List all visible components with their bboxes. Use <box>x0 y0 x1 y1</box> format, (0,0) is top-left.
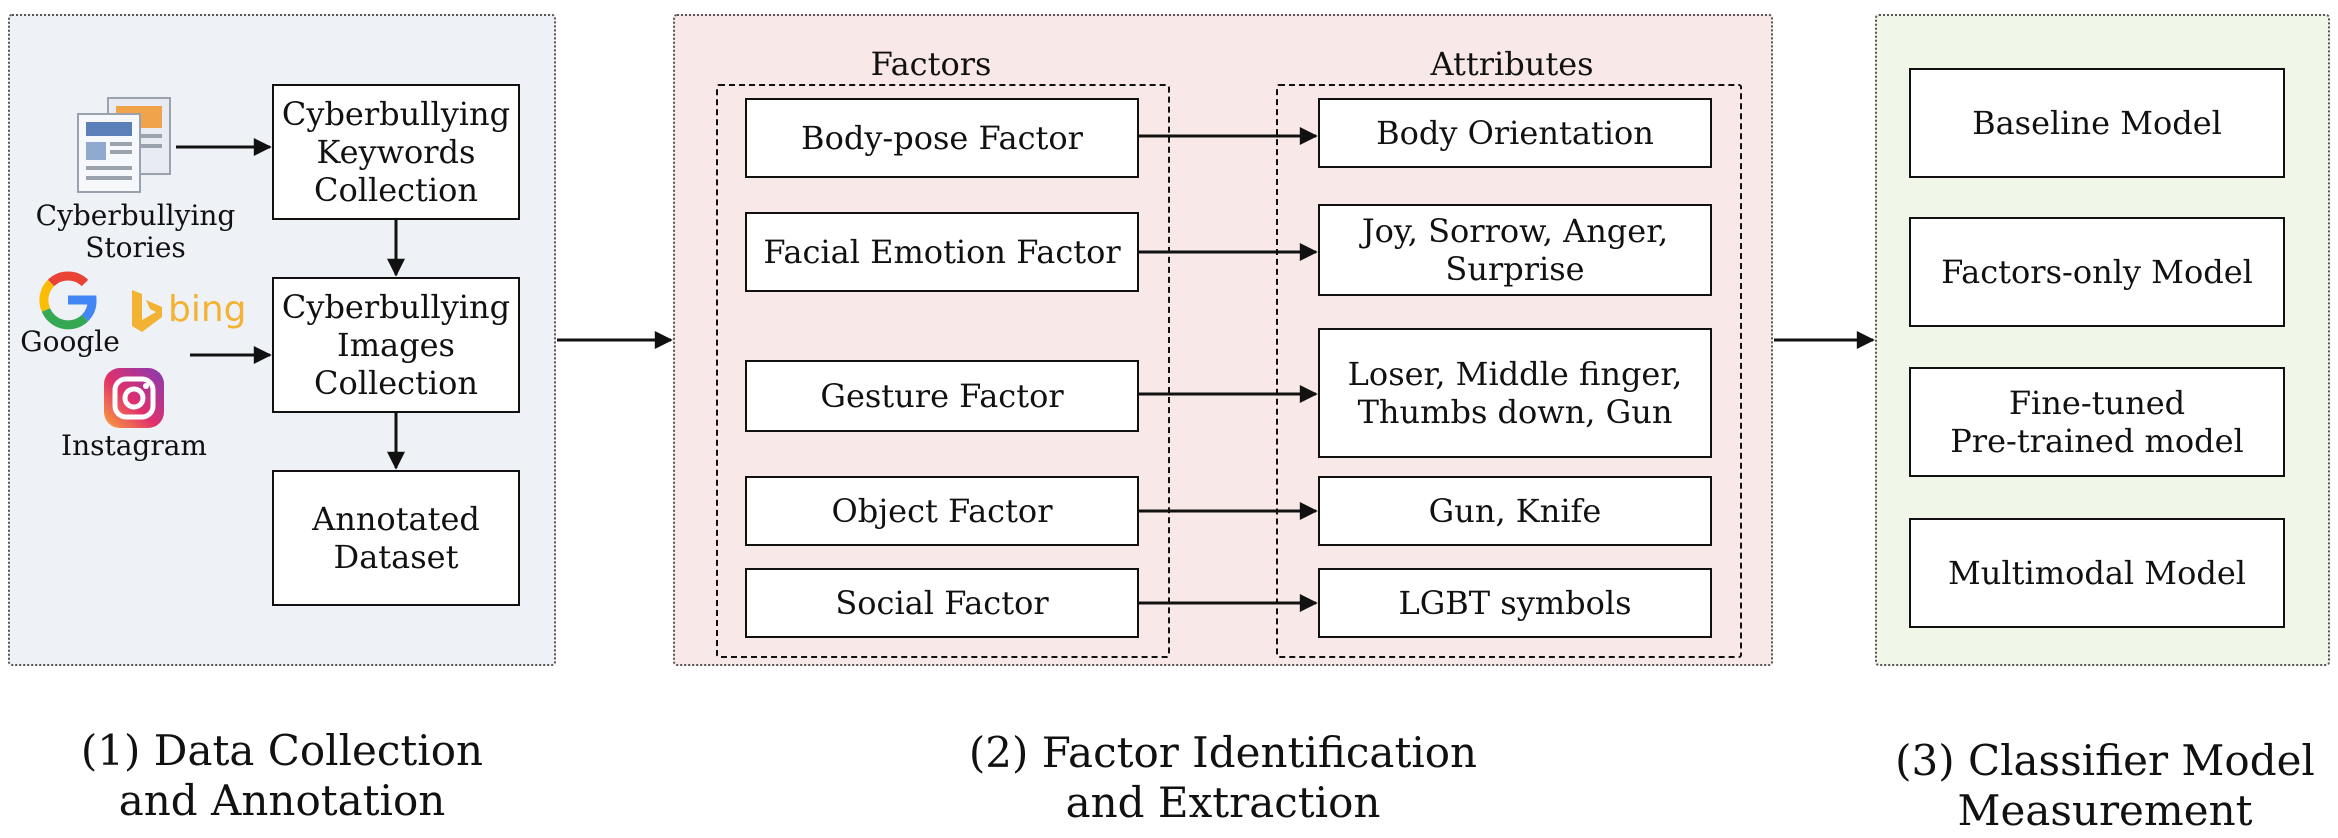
stories-label: Cyberbullying Stories <box>35 199 236 264</box>
stage2-caption: (2) Factor Identification and Extraction <box>968 728 1478 827</box>
bing-label: bing <box>168 289 247 330</box>
annotated-dataset-box: Annotated Dataset <box>272 470 520 606</box>
factor-box: Social Factor <box>745 568 1139 638</box>
bing-logo-icon <box>132 290 162 332</box>
instagram-logo-icon <box>104 368 164 428</box>
stage1-caption: (1) Data Collection and Annotation <box>80 726 484 825</box>
model-box: Baseline Model <box>1909 68 2285 178</box>
attributes-group <box>1276 84 1742 658</box>
keywords-collection-box: Cyberbullying Keywords Collection <box>272 84 520 220</box>
attribute-box: Loser, Middle finger, Thumbs down, Gun <box>1318 328 1712 458</box>
factors-heading: Factors <box>870 45 992 83</box>
stage3-caption: (3) Classifier Model Measurement <box>1895 736 2315 835</box>
attribute-box: Gun, Knife <box>1318 476 1712 546</box>
attributes-heading: Attributes <box>1430 45 1594 83</box>
google-logo-icon <box>39 271 97 330</box>
factor-box: Facial Emotion Factor <box>745 212 1139 292</box>
bing-logo: bing <box>128 288 248 334</box>
images-collection-box: Cyberbullying Images Collection <box>272 277 520 413</box>
attribute-box: Body Orientation <box>1318 98 1712 168</box>
factor-box: Gesture Factor <box>745 360 1139 432</box>
model-box: Multimodal Model <box>1909 518 2285 628</box>
google-label: Google <box>20 325 120 358</box>
instagram-label: Instagram <box>61 429 207 462</box>
attribute-box: LGBT symbols <box>1318 568 1712 638</box>
factors-group <box>716 84 1170 658</box>
factor-box: Object Factor <box>745 476 1139 546</box>
document-stack-icon <box>77 97 171 193</box>
model-box: Factors-only Model <box>1909 217 2285 327</box>
factor-box: Body-pose Factor <box>745 98 1139 178</box>
attribute-box: Joy, Sorrow, Anger, Surprise <box>1318 204 1712 296</box>
model-box: Fine-tuned Pre-trained model <box>1909 367 2285 477</box>
